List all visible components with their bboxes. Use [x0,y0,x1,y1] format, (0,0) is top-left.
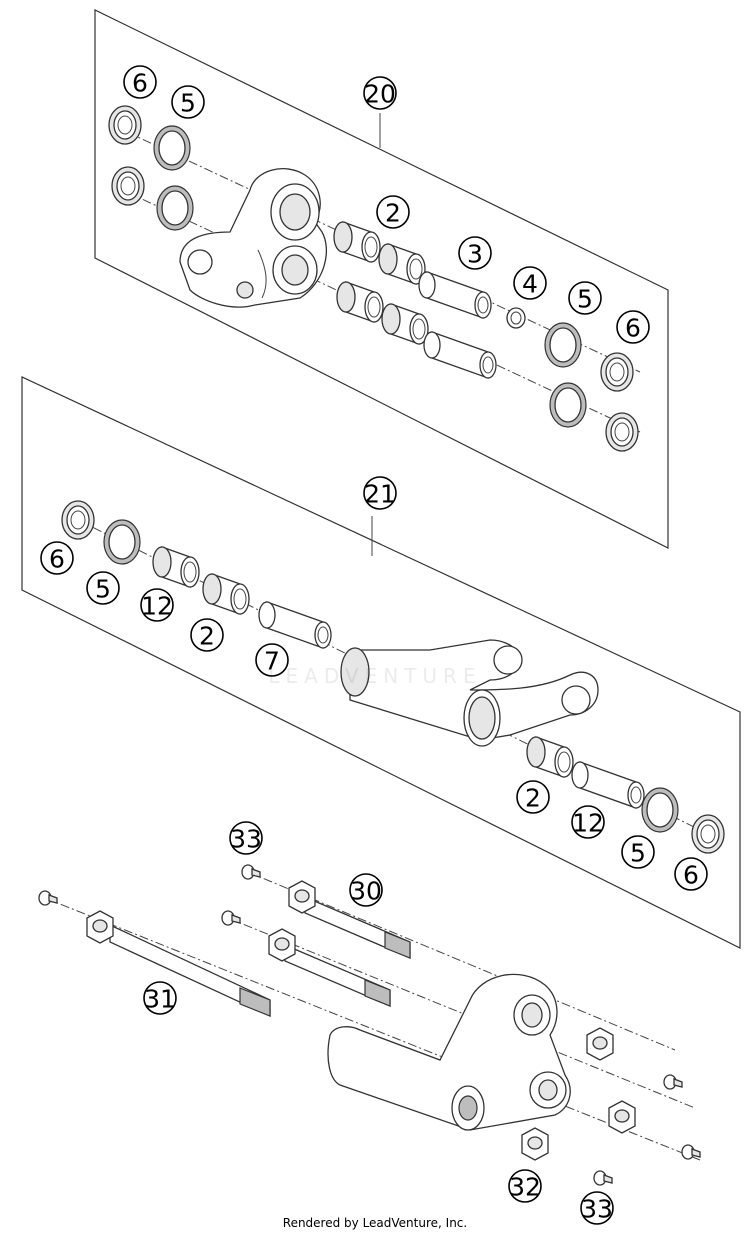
assembly-21-parts [61,500,725,854]
bottom-small-parts [38,864,701,1186]
callout-number: 12 [572,809,604,838]
callout-2: 2 [190,618,224,652]
callout-number: 6 [132,69,148,98]
bolt-30-lower [268,928,391,1007]
callout-number: 2 [199,622,215,651]
callout-6: 6 [40,541,74,575]
leader-lines [371,113,381,556]
callout-number: 5 [95,575,111,604]
callout-20: 20 [363,76,397,110]
callout-number: 31 [144,985,176,1014]
callout-number: 12 [141,592,173,621]
bolt-31 [86,910,271,1018]
callout-4: 4 [513,266,547,300]
callout-number: 5 [577,285,593,314]
callout-6: 6 [674,857,708,891]
callout-12: 12 [571,805,605,839]
callout-6: 6 [616,310,650,344]
callout-12: 12 [140,588,174,622]
callout-number: 33 [581,1195,613,1224]
watermark-text: LEADVENTURE [268,664,482,688]
callout-33: 33 [580,1191,614,1225]
assembly-20-parts [108,105,639,452]
callout-number: 5 [180,89,196,118]
callout-32: 32 [508,1169,542,1203]
callout-number: 20 [364,80,396,109]
upper-lever-housing [179,168,328,308]
callout-5: 5 [171,85,205,119]
callout-number: 3 [467,240,483,269]
callout-2: 2 [376,195,410,229]
callout-number: 4 [522,270,538,299]
callout-number: 2 [525,784,541,813]
callout-6: 6 [123,65,157,99]
callout-number: 2 [385,199,401,228]
bottom-hardware-axes [44,871,701,1161]
callout-33: 33 [229,821,263,855]
callout-number: 6 [683,861,699,890]
callout-21: 21 [363,476,397,510]
callout-number: 32 [509,1173,541,1202]
callout-5: 5 [621,835,655,869]
callout-3: 3 [458,236,492,270]
callout-number: 21 [364,480,396,509]
assembly-20-frame [94,9,669,549]
callout-number: 33 [230,825,262,854]
callout-number: 6 [625,314,641,343]
callout-number: 6 [49,545,65,574]
callout-number: 30 [350,877,382,906]
render-credit: Rendered by LeadVenture, Inc. [282,1216,468,1230]
callout-7: 7 [255,643,289,677]
callout-5: 5 [568,281,602,315]
callout-number: 7 [264,647,280,676]
callout-5: 5 [86,571,120,605]
callout-labels: 6 5 20 2 3 4 5 6 21 6 5 12 2 7 2 12 5 6 33 30 31 32 33 [40,65,708,1225]
bolt-30-upper [288,880,411,959]
assembly-21-frame [21,376,741,949]
callout-30: 30 [349,873,383,907]
callout-2: 2 [516,780,550,814]
lower-lever-assembly [327,973,571,1131]
callout-31: 31 [143,981,177,1015]
callout-number: 5 [630,839,646,868]
